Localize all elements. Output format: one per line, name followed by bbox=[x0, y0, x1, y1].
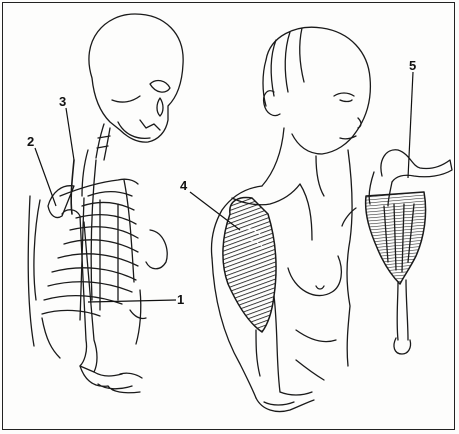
leader-line-1 bbox=[88, 300, 176, 302]
leader-line-3 bbox=[66, 108, 74, 160]
neck bbox=[262, 128, 324, 196]
spine bbox=[91, 160, 96, 300]
biceps-insertion-tendon bbox=[256, 330, 260, 376]
label-5: 5 bbox=[409, 58, 416, 73]
torso-side bbox=[347, 150, 352, 366]
label-3: 3 bbox=[59, 94, 66, 109]
label-4: 4 bbox=[180, 178, 188, 193]
biceps-muscle bbox=[223, 198, 276, 332]
torso-figure bbox=[211, 27, 370, 411]
face bbox=[334, 93, 361, 139]
eye-socket bbox=[150, 81, 170, 93]
cervical-spine bbox=[96, 124, 110, 160]
skeleton-figure bbox=[28, 14, 183, 393]
forearm bbox=[256, 392, 314, 412]
scapula bbox=[48, 186, 74, 218]
chest bbox=[300, 184, 312, 240]
leader-line-2 bbox=[35, 148, 56, 206]
nasal-cavity bbox=[157, 98, 163, 116]
isolated-muscle-figure bbox=[342, 150, 452, 354]
jaw bbox=[118, 120, 160, 138]
label-2: 2 bbox=[27, 134, 34, 149]
body-outline bbox=[28, 196, 60, 358]
coracoid-process bbox=[381, 150, 452, 182]
label-1: 1 bbox=[177, 292, 184, 307]
ear bbox=[264, 91, 280, 116]
skull bbox=[89, 14, 183, 142]
head bbox=[266, 27, 370, 154]
breast bbox=[288, 256, 341, 296]
figure-labels: 1 2 3 4 5 bbox=[27, 58, 416, 307]
hair bbox=[263, 28, 304, 106]
isolated-tendon bbox=[397, 280, 408, 340]
